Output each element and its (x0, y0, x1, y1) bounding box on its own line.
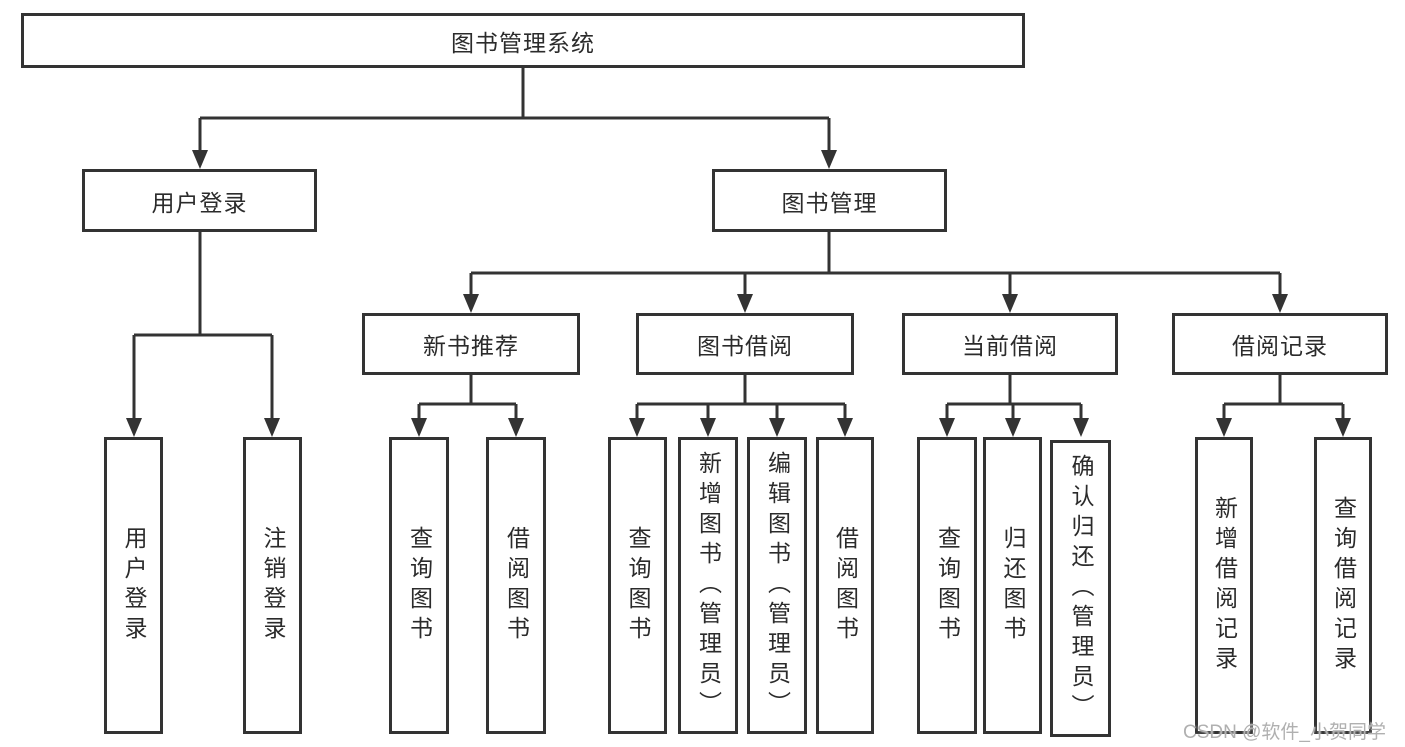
leaf-newbook-borrow-books-label: 借阅图书 (503, 525, 530, 646)
leaf-current-return-books: 归还图书 (983, 437, 1042, 734)
node-root-label: 图书管理系统 (451, 29, 595, 56)
leaf-user-login-label: 用户登录 (121, 525, 147, 646)
arrowhead (837, 418, 853, 437)
leaf-borrowing-borrow-books: 借阅图书 (816, 437, 874, 734)
leaf-logout: 注销登录 (243, 437, 302, 734)
node-book-borrowing-label: 图书借阅 (697, 333, 793, 359)
leaf-current-query-books-label: 查询图书 (934, 525, 961, 646)
leaf-newbook-query-books: 查询图书 (389, 437, 449, 734)
leaf-records-query-record-label: 查询借阅记录 (1330, 495, 1357, 676)
leaf-records-query-record: 查询借阅记录 (1314, 437, 1372, 734)
connector-borrowing-to-leaves (635, 375, 847, 420)
node-borrowing-records-label: 借阅记录 (1232, 333, 1328, 359)
node-current-borrowing-label: 当前借阅 (962, 333, 1058, 359)
leaf-newbook-borrow-books: 借阅图书 (486, 437, 546, 734)
leaf-current-confirm-return: 确认归还（管理员） (1050, 440, 1111, 737)
arrowhead (508, 418, 524, 437)
leaf-borrowing-edit-books: 编辑图书（管理员） (747, 437, 807, 734)
connector-root-to-level2 (198, 68, 831, 152)
arrowhead (939, 418, 955, 437)
connector-records-to-leaves (1222, 375, 1345, 420)
arrowhead (463, 294, 479, 313)
leaf-borrowing-borrow-books-label: 借阅图书 (832, 525, 859, 646)
arrowhead (700, 418, 716, 437)
arrowhead (737, 294, 753, 313)
arrowhead (411, 418, 427, 437)
arrowhead (821, 150, 837, 169)
leaf-logout-label: 注销登录 (260, 525, 286, 646)
leaf-newbook-query-books-label: 查询图书 (406, 525, 433, 646)
arrowhead (192, 150, 208, 169)
node-current-borrowing: 当前借阅 (902, 313, 1118, 375)
leaf-current-return-books-label: 归还图书 (1000, 525, 1026, 646)
node-root: 图书管理系统 (21, 13, 1025, 68)
leaf-records-add-record: 新增借阅记录 (1195, 437, 1253, 734)
arrowheads (126, 150, 1351, 437)
arrowhead (1216, 418, 1232, 437)
leaf-user-login: 用户登录 (104, 437, 163, 734)
arrowhead (769, 418, 785, 437)
node-user-login-label: 用户登录 (151, 189, 248, 216)
node-book-borrowing: 图书借阅 (636, 313, 854, 375)
connector-current-to-leaves (945, 375, 1083, 420)
node-book-management-label: 图书管理 (781, 189, 878, 216)
watermark-text: CSDN @软件_小贺同学 (1183, 722, 1386, 743)
arrowhead (1073, 418, 1089, 437)
leaf-borrowing-query-books: 查询图书 (608, 437, 667, 734)
arrowhead (1335, 418, 1351, 437)
node-user-login: 用户登录 (82, 169, 317, 232)
leaf-current-query-books: 查询图书 (917, 437, 977, 734)
leaf-borrowing-query-books-label: 查询图书 (625, 525, 651, 646)
node-borrowing-records: 借阅记录 (1172, 313, 1388, 375)
node-new-book-recommendation: 新书推荐 (362, 313, 580, 375)
leaf-current-confirm-return-label: 确认归还（管理员） (1068, 453, 1094, 724)
arrowhead (629, 418, 645, 437)
arrowhead (264, 418, 280, 437)
connector-newbook-to-leaves (417, 375, 518, 420)
arrowhead (1002, 294, 1018, 313)
node-book-management: 图书管理 (712, 169, 947, 232)
leaf-records-add-record-label: 新增借阅记录 (1211, 495, 1238, 676)
leaf-borrowing-edit-books-label: 编辑图书（管理员） (764, 450, 791, 721)
connector-userlogin-to-leaves (132, 232, 274, 420)
node-new-book-recommendation-label: 新书推荐 (423, 333, 519, 359)
connector-bookmgmt-to-level3 (469, 232, 1282, 296)
arrowhead (126, 418, 142, 437)
arrowhead (1272, 294, 1288, 313)
leaf-borrowing-add-books-label: 新增图书（管理员） (695, 450, 722, 721)
arrowhead (1005, 418, 1021, 437)
leaf-borrowing-add-books: 新增图书（管理员） (678, 437, 738, 734)
